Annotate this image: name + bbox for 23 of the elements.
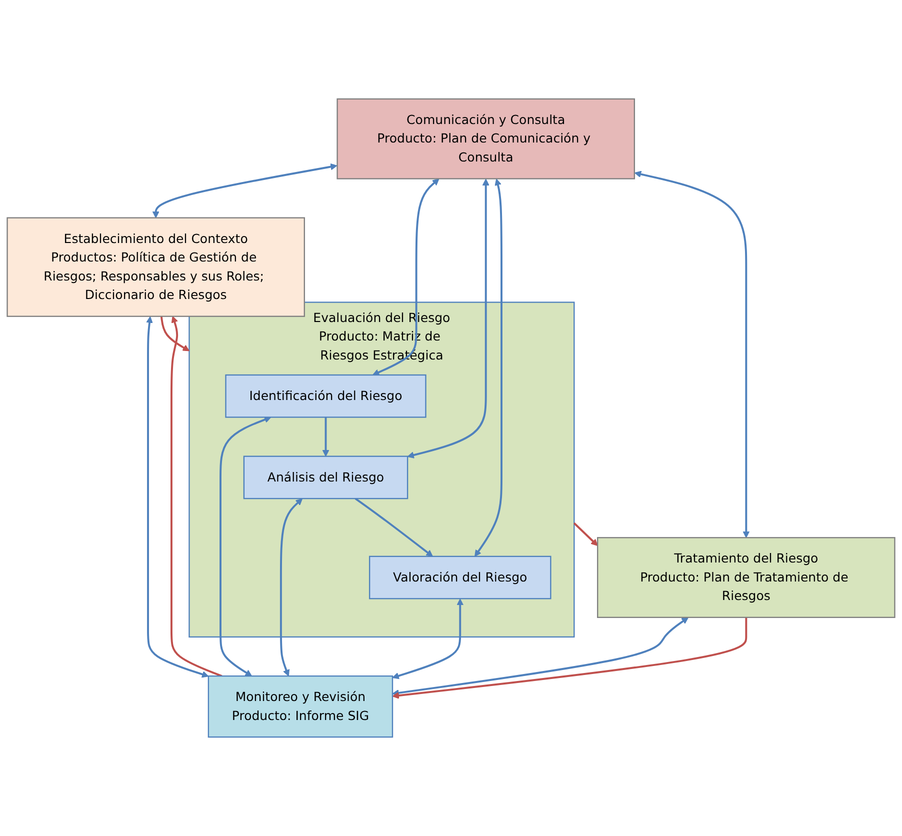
node-box: Comunicación y Consulta Producto: Plan de Comunicación y Consulta: [336, 98, 636, 180]
node-box: Tratamiento del Riesgo Producto: Plan de Tratamiento de Riesgos: [597, 537, 896, 618]
arrow: [322, 417, 330, 457]
arrow: [392, 598, 464, 680]
arrow: [152, 163, 338, 218]
node-box: Monitoreo y Revisión Producto: Informe SIG: [208, 675, 394, 738]
arrow: [407, 178, 490, 458]
arrow: [280, 498, 303, 676]
arrow: [392, 617, 688, 696]
arrow: [392, 617, 748, 699]
arrow: [146, 316, 209, 678]
node-box: Valoración del Riesgo: [368, 556, 552, 600]
arrow: [573, 522, 598, 546]
node-box: Análisis del Riesgo: [243, 456, 408, 500]
node-box: Identificación del Riesgo: [225, 374, 426, 418]
arrow: [634, 170, 750, 538]
arrow: [372, 178, 440, 376]
arrow: [160, 316, 190, 352]
arrow: [474, 178, 502, 557]
arrow: [354, 498, 433, 557]
arrow: [220, 416, 272, 676]
arrow: [170, 316, 222, 677]
node-box: Establecimiento del Contexto Productos: Política de Gestión de Riesgos; Responsables y sus Roles; Diccionario de Riesgos: [6, 217, 305, 317]
